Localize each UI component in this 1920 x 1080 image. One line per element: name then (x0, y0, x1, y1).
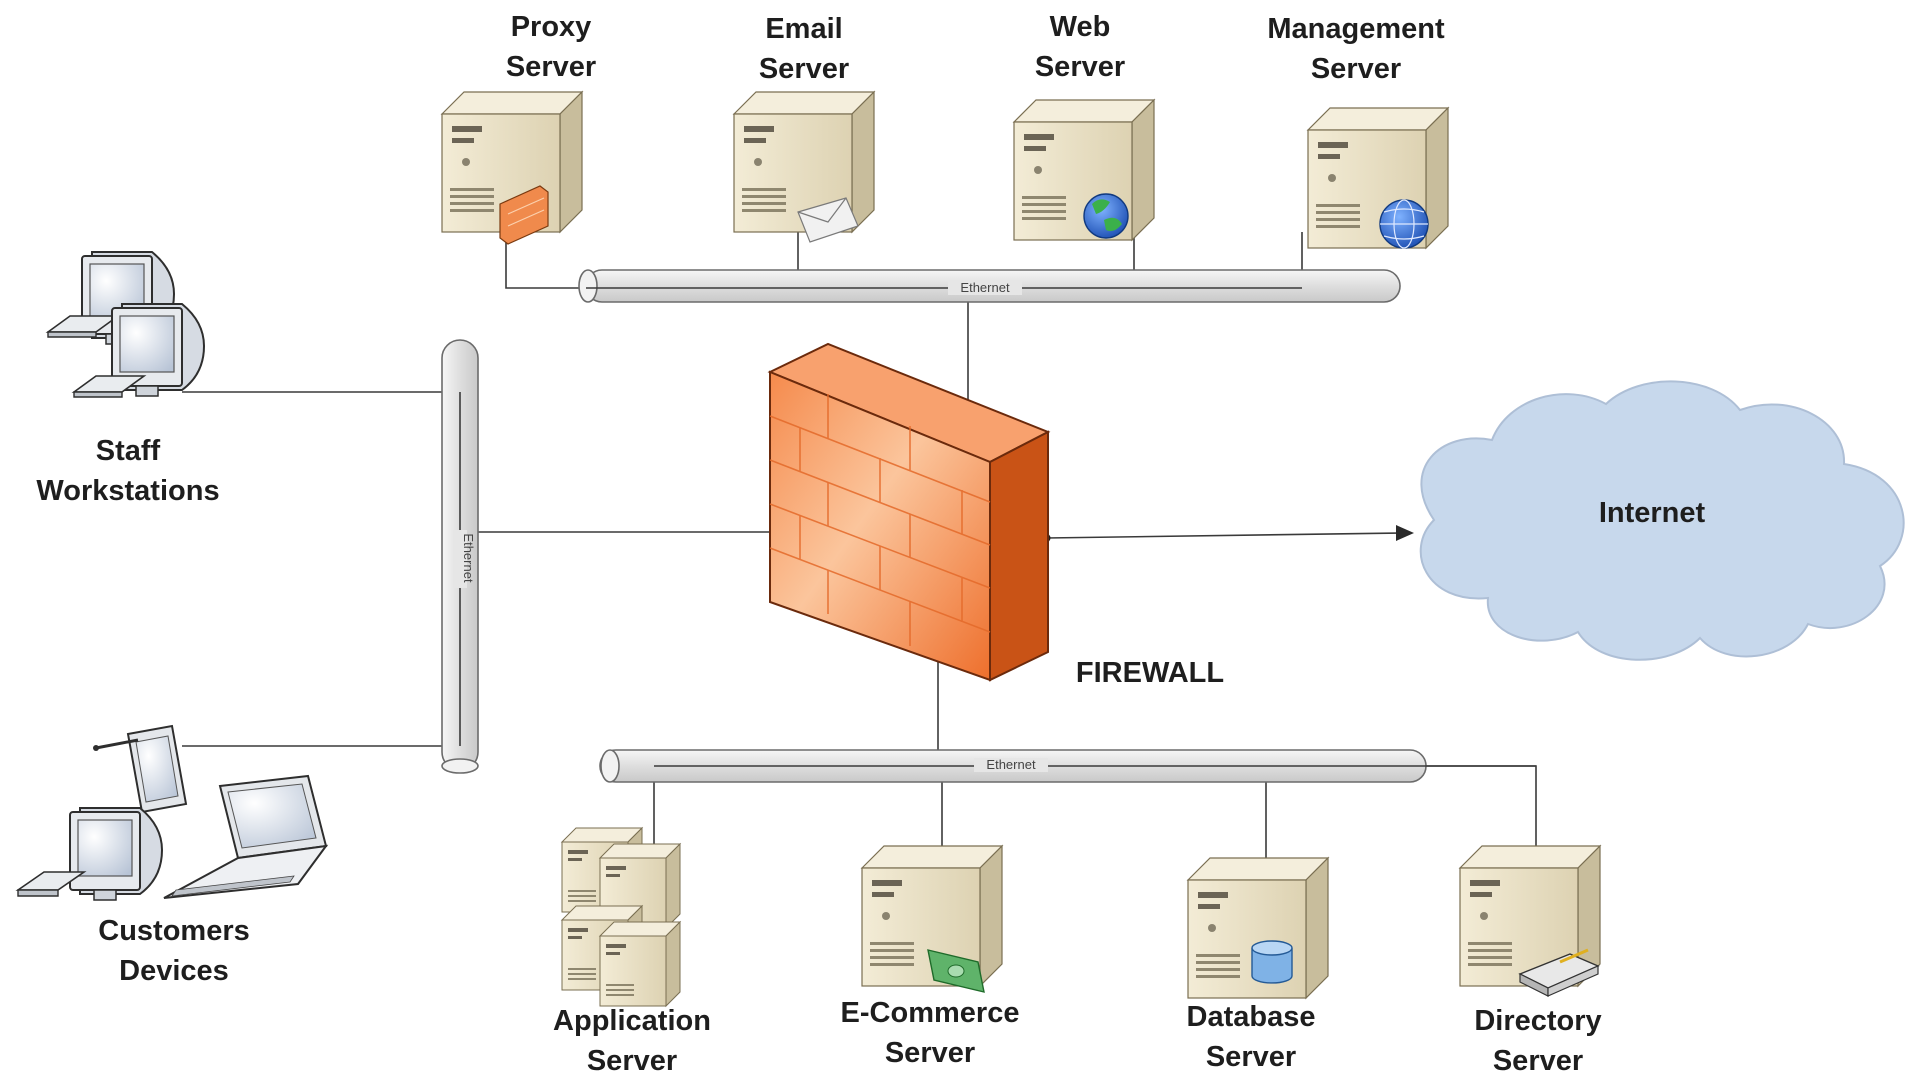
firewall-label: FIREWALL (1076, 657, 1224, 689)
left-bus-label: Ethernet (461, 533, 476, 583)
directory-book-icon (1518, 948, 1600, 997)
application-server: Application Server (553, 827, 711, 1077)
left-ethernet-bus: Ethernet (441, 339, 479, 774)
database-server-label-2: Server (1206, 1041, 1296, 1073)
application-server-label-1: Application (553, 1005, 711, 1037)
proxy-server-label-1: Proxy (511, 11, 592, 43)
staff-workstations: Staff Workstations (36, 251, 220, 507)
web-server: Web Server (1013, 11, 1155, 241)
proxy-server: Proxy Server (441, 11, 596, 245)
web-server-label-2: Server (1035, 51, 1125, 83)
directory-server: Directory Server (1459, 845, 1602, 1077)
firewall (767, 342, 1051, 682)
directory-server-label-2: Server (1493, 1045, 1583, 1077)
desktop-icon (15, 807, 163, 901)
server-cluster-icon (561, 827, 681, 1007)
bottom-bus-label: Ethernet (986, 757, 1036, 772)
directory-server-label-1: Directory (1474, 1005, 1601, 1037)
envelope-icon (797, 197, 859, 243)
bottom-ethernet-bus: Ethernet (599, 749, 1536, 783)
management-server-label-1: Management (1267, 13, 1445, 45)
globe-grid-icon (1379, 199, 1429, 249)
staff-label-1: Staff (96, 435, 161, 467)
management-server: Management Server (1267, 13, 1449, 249)
email-server-label-2: Server (759, 53, 849, 85)
email-server: Email Server (733, 13, 875, 243)
banknote-icon (927, 949, 985, 993)
firewall-badge-icon (499, 185, 549, 245)
database-server: Database Server (1187, 857, 1329, 1073)
database-cylinder-icon (1251, 940, 1293, 984)
internet-label: Internet (1599, 497, 1706, 529)
internet-cloud (1419, 380, 1905, 661)
customers-label-2: Devices (119, 955, 229, 987)
ecommerce-server-label-1: E-Commerce (841, 997, 1020, 1029)
ecommerce-server: E-Commerce Server (841, 845, 1020, 1069)
staff-label-2: Workstations (36, 475, 219, 507)
database-server-label-1: Database (1187, 1001, 1316, 1033)
proxy-server-label-2: Server (506, 51, 596, 83)
globe-icon (1083, 193, 1129, 239)
email-server-label-1: Email (765, 13, 842, 45)
laptop-icon (163, 774, 329, 899)
top-bus-label: Ethernet (960, 280, 1010, 295)
management-server-label-2: Server (1311, 53, 1401, 85)
tablet-icon (93, 724, 188, 814)
application-server-label-2: Server (587, 1045, 677, 1077)
web-server-label-1: Web (1050, 11, 1111, 43)
customers-devices: Customers Devices (15, 724, 329, 987)
ecommerce-server-label-2: Server (885, 1037, 975, 1069)
top-ethernet-bus: Ethernet (578, 269, 1401, 303)
customers-label-1: Customers (98, 915, 250, 947)
